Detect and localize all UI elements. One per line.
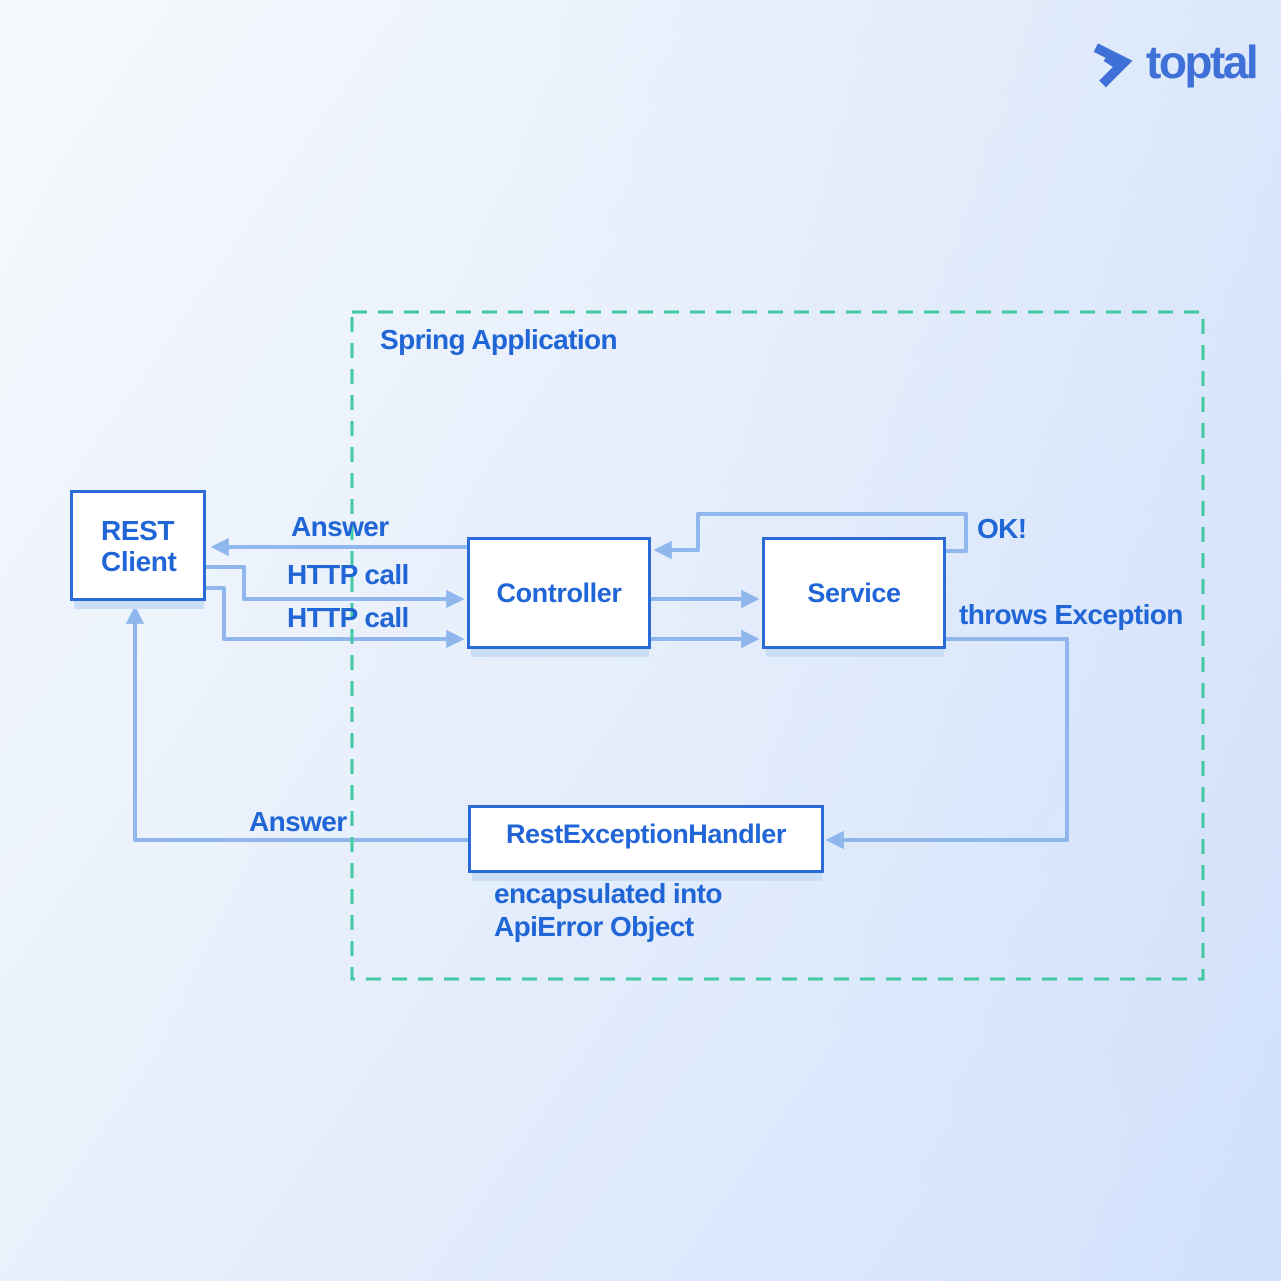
http-call-1-label: HTTP call — [287, 559, 409, 590]
service-node: Service — [762, 537, 946, 649]
throws-exception-arrow — [825, 637, 1069, 850]
rest-client-label-line2: Client — [101, 545, 177, 577]
answer-top-label: Answer — [291, 511, 389, 542]
spring-application-boundary — [350, 310, 1205, 981]
spring-application-label: Spring Application — [380, 324, 618, 355]
rest-exception-handler-node: RestExceptionHandler — [468, 805, 824, 873]
toptal-logo-wordmark: toptal — [1146, 36, 1259, 88]
ok-return-arrow — [653, 512, 968, 560]
toptal-logo-icon — [1093, 43, 1133, 88]
http-call-2-label: HTTP call — [287, 602, 409, 633]
answer-bottom-arrow — [125, 605, 468, 842]
encapsulated-note-line1: encapsulated into — [494, 878, 722, 909]
rest-client-node: REST Client — [70, 490, 206, 601]
http-call-2-arrow — [206, 586, 465, 649]
controller-node: Controller — [467, 537, 651, 649]
rest-exception-handler-label: RestExceptionHandler — [505, 819, 787, 849]
ok-label: OK! — [977, 513, 1027, 544]
throws-exception-label: throws Exception — [959, 599, 1183, 630]
answer-bottom-label: Answer — [249, 806, 347, 837]
toptal-logo: toptal — [1092, 36, 1259, 88]
controller-label: Controller — [496, 577, 622, 608]
service-label: Service — [807, 577, 901, 608]
encapsulated-note-line2: ApiError Object — [494, 911, 694, 942]
http-call-1-arrow — [206, 565, 465, 609]
rest-client-label-line1: REST — [101, 514, 175, 546]
encapsulated-note: encapsulated into ApiError Object — [494, 877, 722, 943]
